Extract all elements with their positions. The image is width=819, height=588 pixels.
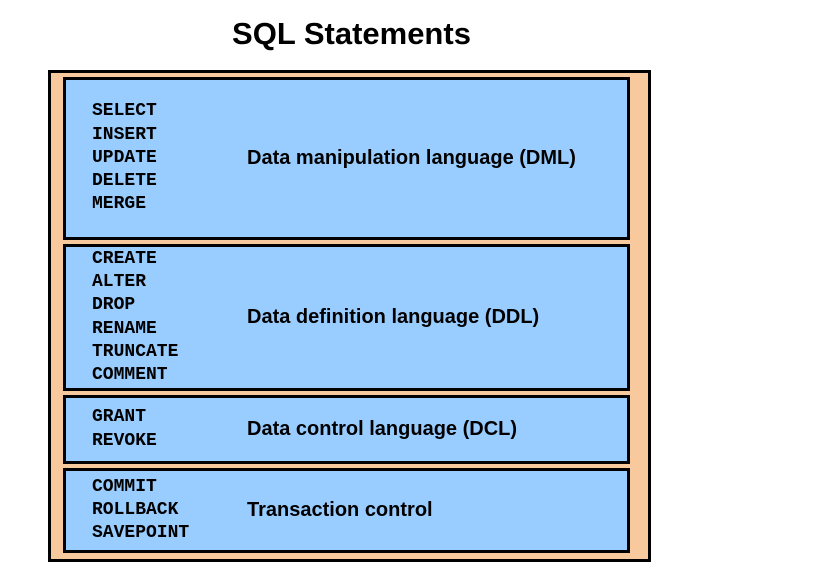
command-grant: GRANT — [92, 407, 147, 428]
ddl-group: CREATE ALTER DROP RENAME TRUNCATE COMMEN… — [63, 244, 630, 391]
command-create: CREATE — [92, 248, 157, 269]
ddl-command-list: CREATE ALTER DROP RENAME TRUNCATE COMMEN… — [92, 247, 178, 388]
statements-frame: SELECT INSERT UPDATE DELETE MERGE Data m… — [48, 70, 651, 562]
command-alter: ALTER — [92, 272, 147, 293]
command-commit: COMMIT — [92, 476, 157, 497]
tc-command-list: COMMIT ROLLBACK SAVEPOINT — [92, 471, 189, 550]
ddl-category-label: Data definition language (DDL) — [247, 306, 540, 328]
command-merge: MERGE — [92, 194, 147, 215]
command-update: UPDATE — [92, 147, 157, 168]
dml-command-list: SELECT INSERT UPDATE DELETE MERGE — [92, 80, 157, 237]
tc-category-label: Transaction control — [247, 499, 433, 521]
command-savepoint: SAVEPOINT — [92, 523, 190, 544]
dml-category-label: Data manipulation language (DML) — [247, 147, 576, 169]
command-truncate: TRUNCATE — [92, 341, 179, 362]
diagram-title: SQL Statements — [232, 16, 471, 51]
dcl-category-label: Data control language (DCL) — [247, 418, 518, 440]
command-rollback: ROLLBACK — [92, 499, 179, 520]
dml-group: SELECT INSERT UPDATE DELETE MERGE Data m… — [63, 77, 630, 240]
transaction-control-group: COMMIT ROLLBACK SAVEPOINT Transaction co… — [63, 468, 630, 553]
command-insert: INSERT — [92, 124, 157, 145]
command-revoke: REVOKE — [92, 430, 157, 451]
command-delete: DELETE — [92, 171, 157, 192]
command-rename: RENAME — [92, 318, 157, 339]
command-comment: COMMENT — [92, 364, 168, 385]
dcl-command-list: GRANT REVOKE — [92, 398, 157, 461]
command-drop: DROP — [92, 295, 136, 316]
dcl-group: GRANT REVOKE Data control language (DCL) — [63, 395, 630, 464]
command-select: SELECT — [92, 101, 157, 122]
